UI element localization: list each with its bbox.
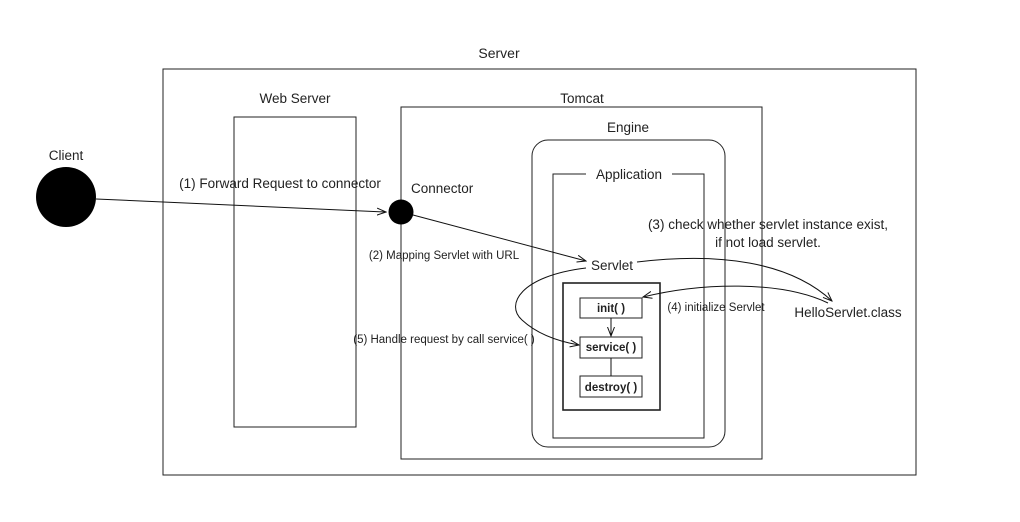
application-box (552, 173, 705, 439)
application-label: Application (596, 167, 662, 182)
engine-box (531, 139, 726, 448)
step5-arrow (515, 267, 587, 345)
step2-arrow (412, 214, 586, 261)
service-method-label: service( ) (586, 342, 637, 354)
server-label: Server (478, 45, 520, 61)
step4-arrow (643, 285, 829, 304)
step3-arrow (636, 257, 832, 301)
servlet-label: Servlet (591, 258, 633, 273)
servlet-lifecycle-box (562, 282, 661, 411)
connector-node (388, 199, 414, 225)
tomcat-box (400, 106, 763, 460)
connector-label: Connector (411, 181, 474, 196)
hello-servlet-class-label: HelloServlet.class (794, 305, 902, 320)
client-label: Client (49, 148, 84, 163)
step5-label: (5) Handle request by call service( ) (353, 334, 535, 346)
step1-label: (1) Forward Request to connector (179, 176, 381, 191)
engine-label: Engine (607, 120, 649, 135)
step3-label-line1: (3) check whether servlet instance exist… (648, 217, 888, 232)
destroy-method-label: destroy( ) (585, 382, 638, 394)
step4-label: (4) initialize Servlet (667, 302, 765, 314)
web-server-label: Web Server (259, 91, 331, 106)
step2-label: (2) Mapping Servlet with URL (369, 250, 520, 262)
server-box (162, 68, 917, 476)
client-node (36, 167, 96, 227)
web-server-box (233, 116, 357, 428)
init-method-label: init( ) (597, 303, 625, 315)
step1-arrow (95, 198, 386, 212)
step3-label-line2: if not load servlet. (715, 235, 821, 250)
tomcat-label: Tomcat (560, 91, 604, 106)
